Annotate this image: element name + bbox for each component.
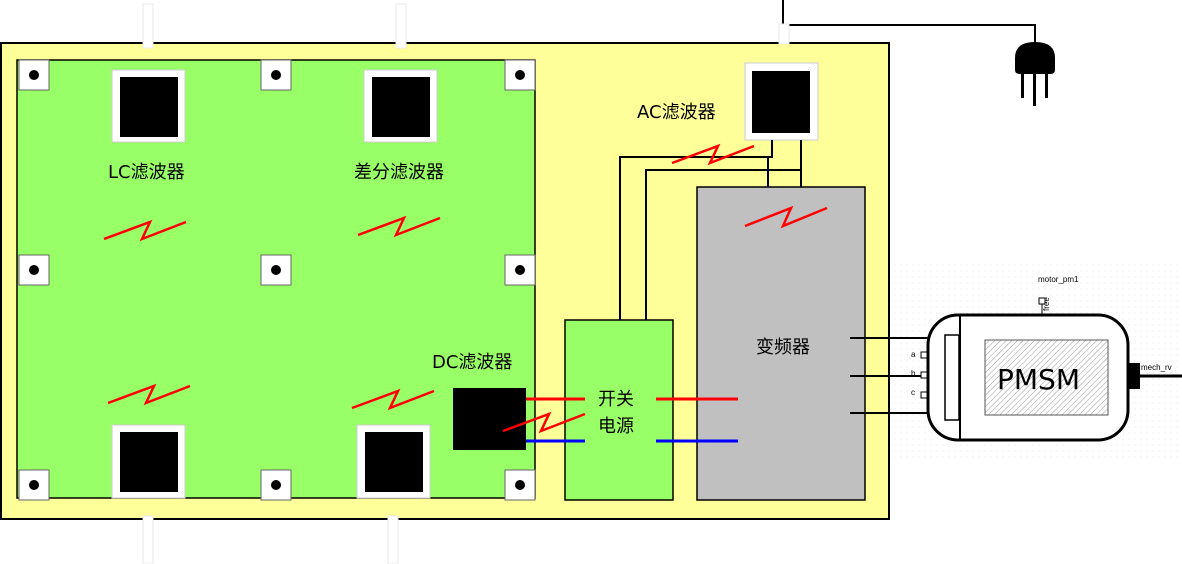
- mounting-hole-icon: [18, 469, 50, 501]
- mounting-hole-icon: [18, 59, 50, 91]
- flange-free-label: free: [1042, 297, 1051, 311]
- pin-a-label: a: [911, 350, 916, 359]
- dc-filter-label: DC滤波器: [432, 352, 512, 373]
- mounting-hole-icon: [504, 469, 536, 501]
- ac-wiring: [619, 140, 802, 320]
- connector-top-left: [111, 69, 186, 143]
- shaft-label: mech_rv: [1141, 363, 1172, 372]
- mounting-hole-icon: [260, 59, 292, 91]
- inverter: [696, 186, 866, 501]
- mounting-holes: [18, 59, 536, 501]
- dc-filter-block: [453, 388, 526, 450]
- mounting-hole-icon: [504, 59, 536, 91]
- inverter-label: 变频器: [756, 337, 810, 358]
- diff-filter-label: 差分滤波器: [354, 162, 444, 183]
- pin-b-label: b: [911, 369, 916, 378]
- power-plug-icon: [782, 0, 1055, 106]
- mounting-hole-icon: [504, 254, 536, 286]
- interference-zigzags: [103, 143, 828, 434]
- pmsm-motor-icon: [920, 297, 1182, 442]
- connector-ac-input: [744, 62, 819, 141]
- lc-filter-label: LC滤波器: [108, 162, 185, 183]
- mounting-hole-icon: [260, 469, 292, 501]
- connector-bottom-middle: [356, 424, 431, 499]
- ac-filter-label: AC滤波器: [637, 102, 716, 123]
- switch-psu: [564, 319, 674, 501]
- switch-psu-label-2: 电源: [598, 416, 634, 437]
- mounting-hole-icon: [18, 254, 50, 286]
- connector-top-middle: [363, 69, 438, 143]
- pin-c-label: c: [911, 388, 915, 397]
- dc-wiring: [526, 397, 738, 443]
- mounting-hole-icon: [260, 254, 292, 286]
- switch-psu-label-1: 开关: [598, 389, 634, 410]
- motor-wiring: [850, 337, 928, 414]
- motor-label: PMSM: [997, 363, 1080, 396]
- motor-name-label: motor_pm1: [1038, 275, 1079, 284]
- connector-bottom-left: [111, 424, 186, 499]
- connector-cables: [142, 3, 790, 564]
